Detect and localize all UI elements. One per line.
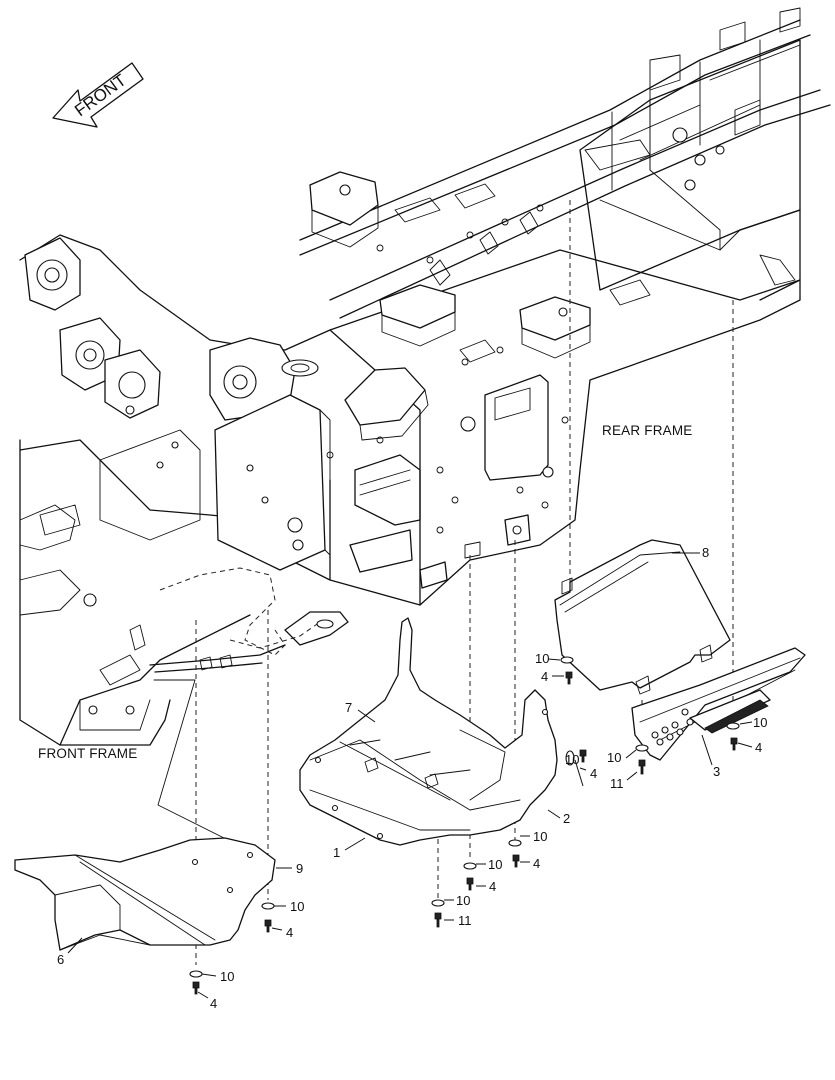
front-direction-arrow: FRONT xyxy=(52,62,144,128)
part-3-bracket xyxy=(631,647,806,761)
part-7-center-guard xyxy=(299,617,558,846)
callout-1: 1 xyxy=(333,845,340,860)
callout-9: 9 xyxy=(296,861,303,876)
callout-10: 10 xyxy=(753,715,767,730)
callout-10: 10 xyxy=(607,750,621,765)
callout-7: 7 xyxy=(345,700,352,715)
callout-2: 2 xyxy=(563,811,570,826)
callout-4: 4 xyxy=(286,925,293,940)
callout-8: 8 xyxy=(702,545,709,560)
callout-11: 11 xyxy=(458,913,472,928)
bolt-icon xyxy=(192,671,738,995)
area-labels: REAR FRAME FRONT FRAME xyxy=(38,423,693,761)
part-8-rear-guard xyxy=(554,539,731,695)
callout-10: 10 xyxy=(535,651,549,666)
washer-icon xyxy=(189,656,740,978)
callout-4: 4 xyxy=(541,669,548,684)
callout-10: 10 xyxy=(533,829,547,844)
callout-10: 10 xyxy=(456,893,470,908)
callout-4: 4 xyxy=(533,856,540,871)
leader-lines xyxy=(67,552,753,999)
rear-frame-structure xyxy=(299,7,831,606)
callout-11: 11 xyxy=(610,776,624,791)
part-callouts: 8 10 4 10 4 3 10 11 10 4 7 2 1 10 4 10 4… xyxy=(57,545,767,1011)
front-frame-label: FRONT FRAME xyxy=(38,746,137,761)
callout-10: 10 xyxy=(290,899,304,914)
callout-10: 10 xyxy=(488,857,502,872)
part-9-front-guard xyxy=(14,837,276,951)
callout-10: 10 xyxy=(565,752,579,767)
callout-4: 4 xyxy=(590,766,597,781)
callout-6: 6 xyxy=(57,952,64,967)
callout-4: 4 xyxy=(489,879,496,894)
rear-frame-label: REAR FRAME xyxy=(602,423,693,438)
callout-3: 3 xyxy=(713,764,720,779)
fasteners xyxy=(189,656,740,995)
callout-4: 4 xyxy=(755,740,762,755)
front-frame-structure xyxy=(19,234,349,746)
callout-4: 4 xyxy=(210,996,217,1011)
callout-10: 10 xyxy=(220,969,234,984)
